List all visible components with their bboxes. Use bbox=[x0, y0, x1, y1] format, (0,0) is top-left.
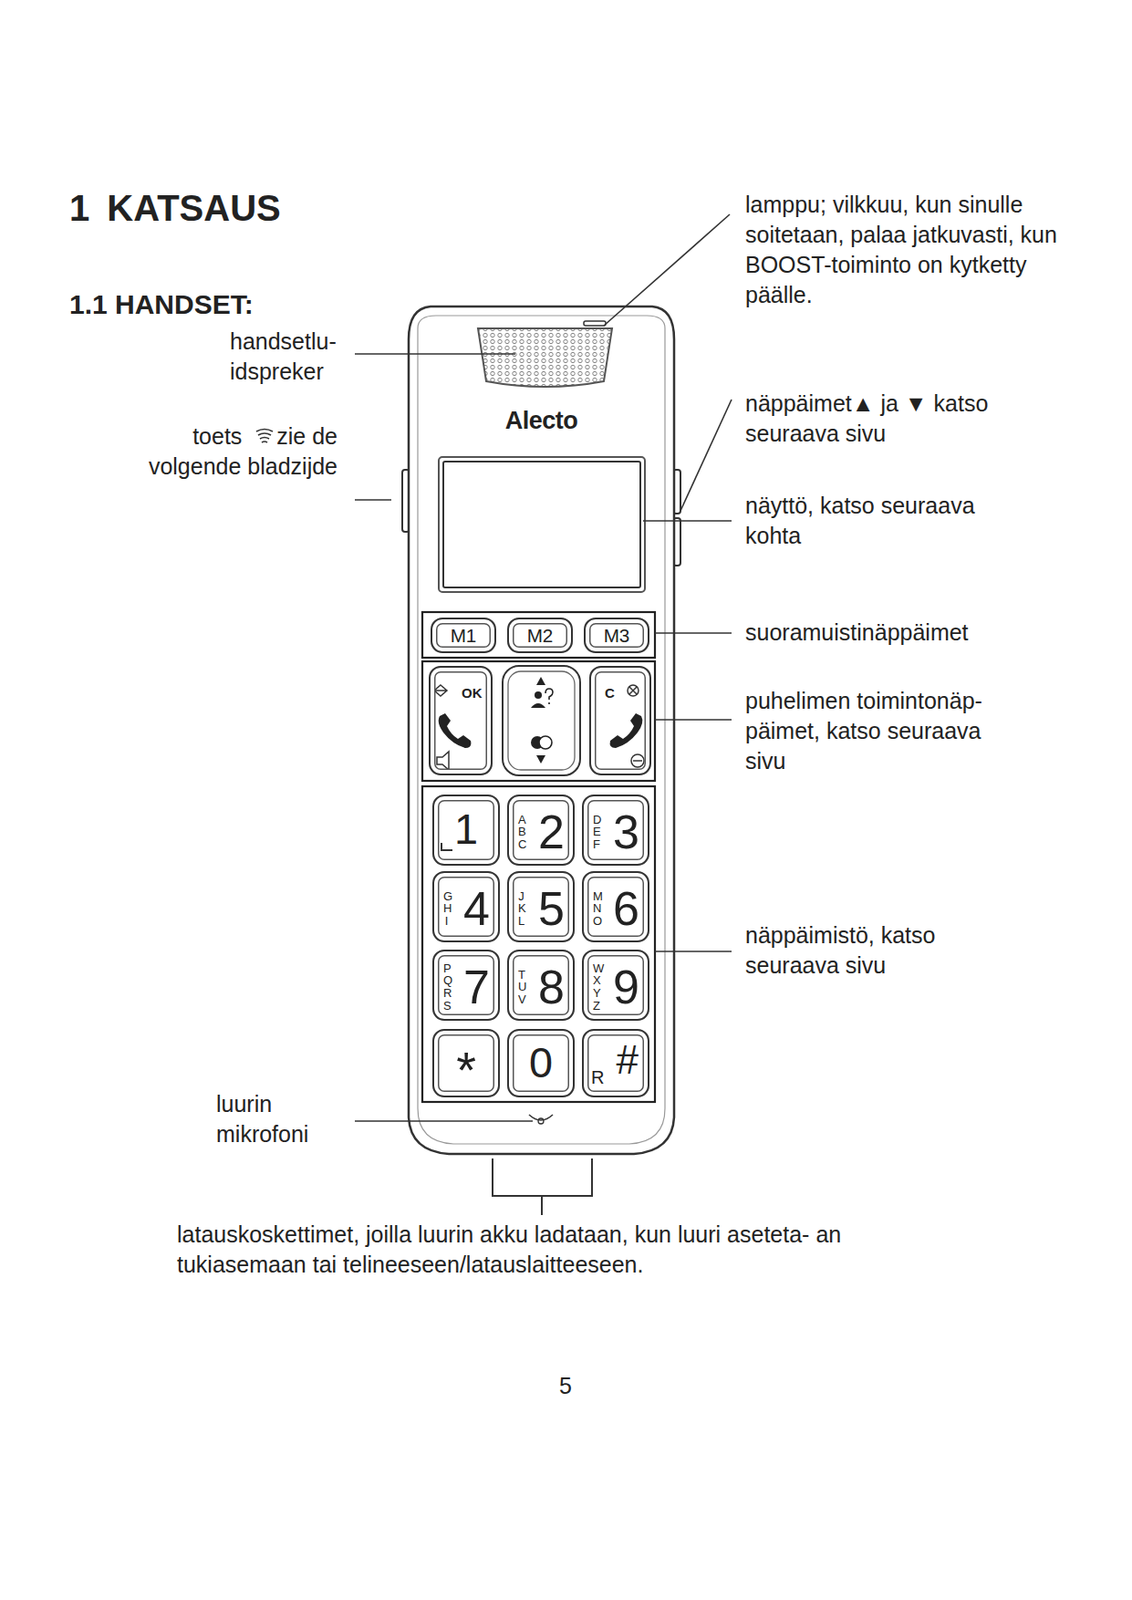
call-log-icon bbox=[539, 736, 552, 749]
key-digit: 9 bbox=[612, 963, 640, 1011]
phonebook-icon bbox=[530, 703, 546, 708]
memory-key-frame bbox=[422, 612, 655, 658]
leader-line bbox=[643, 519, 732, 522]
down-arrow bbox=[536, 755, 546, 764]
speaker-grille bbox=[477, 328, 613, 387]
number-key: JKL 5 bbox=[507, 871, 575, 943]
microphone bbox=[538, 1118, 544, 1124]
star-key: * bbox=[432, 1028, 500, 1098]
leader-line bbox=[680, 399, 732, 511]
key-letters: GHI bbox=[443, 890, 450, 928]
key-digit: 6 bbox=[612, 884, 640, 933]
navigation-key-inner bbox=[508, 671, 575, 770]
leader-line bbox=[603, 214, 730, 326]
key-label: # bbox=[616, 1039, 639, 1081]
key-letters: WXYZ bbox=[592, 962, 600, 1013]
caption-text: latauskoskettimet, joilla luurin akku la… bbox=[176, 1219, 898, 1280]
number-key: DEF 3 bbox=[581, 794, 650, 866]
function-key: OK bbox=[428, 665, 493, 776]
end-call-icon bbox=[610, 713, 644, 748]
mute-icon bbox=[627, 685, 639, 696]
key-letters: PQRS bbox=[443, 962, 450, 1013]
section-heading: 1.1 HANDSET: bbox=[69, 286, 435, 323]
charging-contacts-bracket bbox=[492, 1158, 592, 1216]
indicator-lamp bbox=[583, 321, 606, 326]
keypad-frame bbox=[422, 786, 655, 1102]
memory-key: M3 bbox=[583, 617, 650, 654]
display bbox=[443, 461, 641, 588]
key-digit: * bbox=[434, 1044, 499, 1096]
key-letters: ABC bbox=[518, 813, 525, 852]
function-key: C bbox=[589, 665, 652, 776]
callout-text: puhelimen toimintonäp- päimet, katso seu… bbox=[745, 685, 1019, 777]
number-key: TUV 8 bbox=[507, 949, 575, 1021]
leader-line bbox=[354, 353, 516, 355]
page-number: 5 bbox=[547, 1370, 584, 1402]
off-icon bbox=[631, 754, 644, 768]
callout-text-group: toets zie de volgende bladzijde bbox=[116, 421, 338, 482]
display-frame bbox=[438, 456, 645, 592]
callout-text: näppäimet▲ ja ▼ katso seuraava sivu bbox=[745, 388, 1047, 449]
key-digit: 2 bbox=[538, 808, 565, 856]
leader-line bbox=[354, 498, 392, 501]
key-letters: MNO bbox=[592, 890, 600, 928]
callout-text: handsetlu- idspreker bbox=[229, 326, 367, 387]
leader-line bbox=[654, 718, 732, 721]
number-key: 0 bbox=[507, 1028, 575, 1098]
hash-key: R# bbox=[581, 1028, 650, 1098]
space-symbol bbox=[441, 842, 453, 851]
key-label: OK bbox=[461, 685, 483, 700]
memory-key: M2 bbox=[507, 617, 573, 654]
callout-text: luurin mikrofoni bbox=[216, 1089, 344, 1150]
number-key: PQRS 7 bbox=[432, 949, 500, 1021]
body-inner-line bbox=[417, 315, 665, 1144]
callout-text: suoramuistinäppäimet bbox=[745, 617, 1047, 648]
key-digit: 4 bbox=[463, 884, 490, 933]
key-digit: 7 bbox=[463, 963, 490, 1011]
brand-logo: Alecto bbox=[408, 408, 675, 434]
key-digit: 5 bbox=[538, 884, 565, 933]
callout-text: näyttö, katso seuraava kohta bbox=[745, 490, 1019, 551]
callout-text: toets bbox=[192, 423, 242, 449]
mute-icon bbox=[629, 686, 637, 695]
key-label: M1 bbox=[432, 626, 495, 646]
handset-body: AlectoM1 M2 M3OK C 1 ABC 2 DEF 3GHI 4 JKL 5 MNO 6PQRS… bbox=[408, 306, 675, 1154]
speaker-icon bbox=[436, 751, 449, 770]
key-digit: 3 bbox=[612, 808, 640, 856]
phonebook-icon bbox=[534, 691, 542, 699]
callout-text: näppäimistö, katso seuraava sivu bbox=[745, 920, 983, 981]
key-digit: 0 bbox=[508, 1041, 573, 1085]
key-letters: JKL bbox=[518, 890, 525, 928]
key-label: C bbox=[604, 685, 615, 700]
callout-text: lamppu; vilkkuu, kun sinulle soitetaan, … bbox=[745, 189, 1085, 311]
leader-line bbox=[654, 950, 732, 953]
number-key: 1 bbox=[432, 794, 500, 866]
phone-body bbox=[408, 306, 675, 1154]
leader-line bbox=[654, 632, 732, 634]
key-letters: TUV bbox=[518, 968, 525, 1007]
up-arrow bbox=[536, 676, 546, 686]
function-key-frame bbox=[422, 661, 655, 781]
key-digit: 1 bbox=[434, 808, 499, 852]
navigation-key bbox=[502, 665, 581, 776]
key-label: M3 bbox=[585, 626, 648, 646]
menu-icon bbox=[434, 685, 447, 696]
callout-text: zie de volgende bladzijde bbox=[148, 423, 338, 479]
boost-icon bbox=[253, 426, 276, 447]
number-key: WXYZ 9 bbox=[581, 949, 650, 1021]
microphone-slot bbox=[529, 1114, 553, 1121]
call-icon bbox=[438, 713, 472, 748]
off-icon bbox=[633, 759, 643, 762]
key-label: M2 bbox=[508, 626, 572, 646]
key-letters: DEF bbox=[592, 813, 600, 852]
number-key: ABC 2 bbox=[507, 794, 575, 866]
page-title: 1 KATSAUS bbox=[69, 187, 281, 229]
leader-line bbox=[354, 1120, 533, 1122]
key-digit: 8 bbox=[538, 963, 565, 1011]
number-key: GHI 4 bbox=[432, 871, 500, 943]
number-key: MNO 6 bbox=[581, 871, 650, 943]
memory-key: M1 bbox=[430, 617, 497, 654]
question-mark-icon bbox=[545, 688, 553, 705]
key-label: R bbox=[591, 1068, 604, 1087]
